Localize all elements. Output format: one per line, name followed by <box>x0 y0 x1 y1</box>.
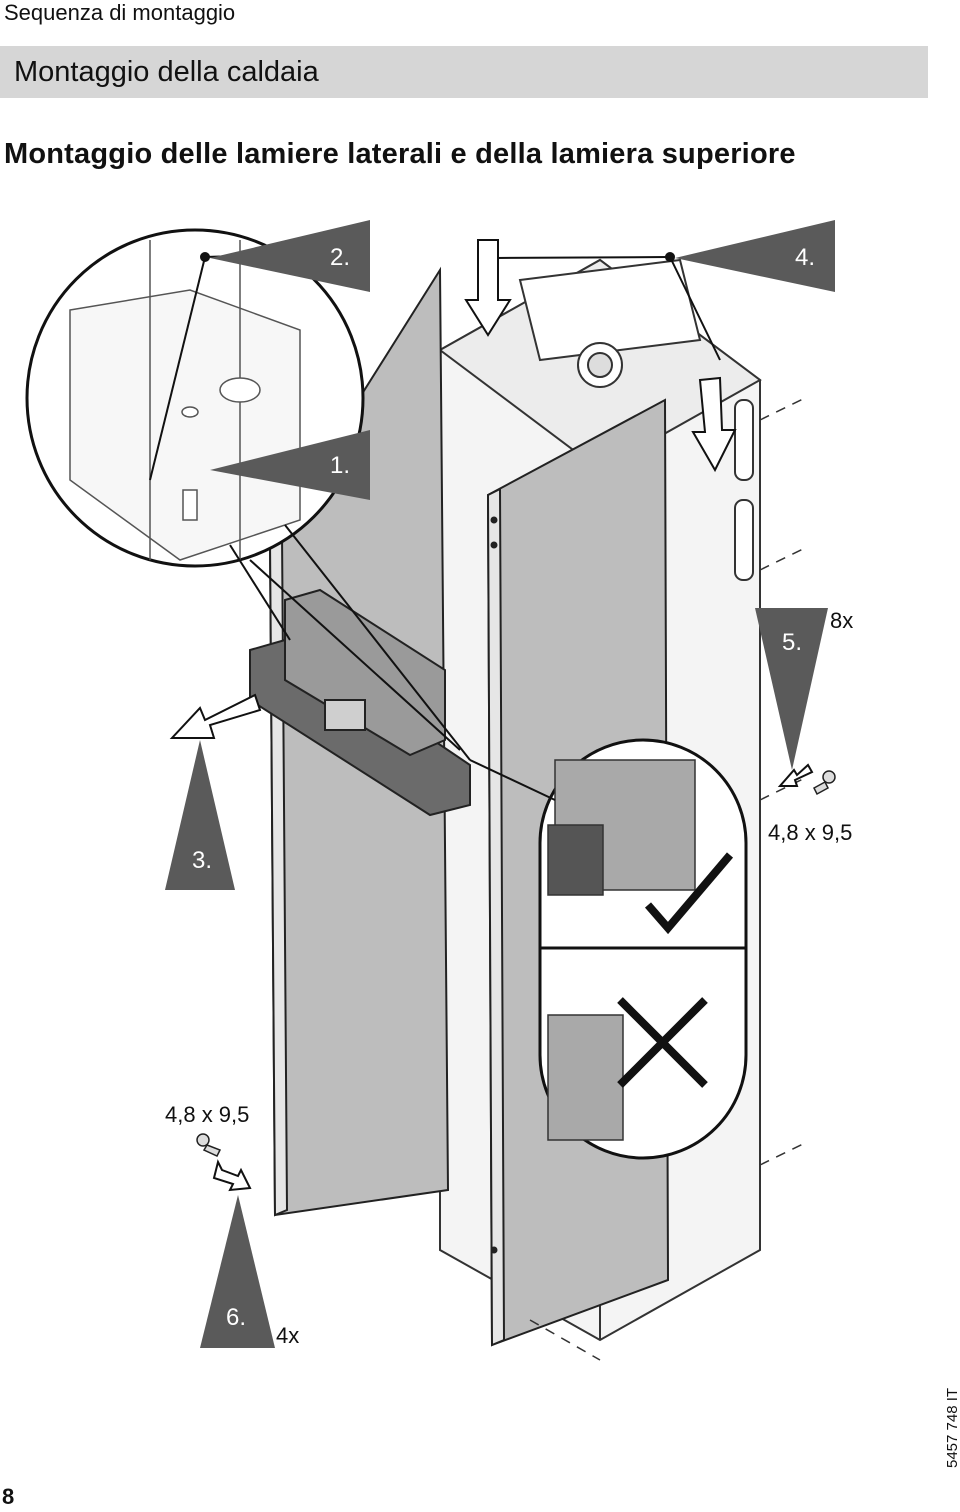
step-label-4: 4. <box>795 244 815 271</box>
section-title: Montaggio della caldaia <box>14 56 319 88</box>
screw-count-left: 4x <box>276 1323 299 1348</box>
page-heading: Montaggio delle lamiere laterali e della… <box>4 138 796 170</box>
step-label-5: 5. <box>782 629 802 656</box>
detail-capsule-right <box>538 738 748 1160</box>
step-label-6: 6. <box>226 1304 246 1331</box>
step-label-1: 1. <box>330 452 350 479</box>
callout-2 <box>210 220 370 292</box>
arrow-screw-6 <box>212 1159 252 1192</box>
cross-icon <box>617 997 708 1088</box>
screw-left <box>196 1133 222 1157</box>
callout-4 <box>675 220 835 292</box>
section-bar: Montaggio della caldaia <box>0 46 928 98</box>
control-unit <box>249 588 471 817</box>
document-code: 5457 748 IT <box>944 1387 960 1468</box>
screw-size-left: 4,8 x 9,5 <box>165 1102 249 1127</box>
running-head: Sequenza di montaggio <box>4 0 236 25</box>
arrow-left-3 <box>169 693 262 739</box>
screw-right <box>813 770 836 796</box>
arrow-down-4 <box>691 376 737 473</box>
arrows <box>169 239 814 1192</box>
arrow-screw-5 <box>777 763 814 787</box>
callout-6 <box>200 1195 275 1348</box>
callout-5 <box>755 608 828 770</box>
arrow-down-2 <box>464 239 512 337</box>
page-number: 8 <box>2 1484 15 1509</box>
reference-lines <box>529 397 806 1361</box>
callout-3 <box>165 740 235 890</box>
callout-triangles <box>165 220 835 1348</box>
check-icon <box>644 852 734 935</box>
screw-size-right: 4,8 x 9,5 <box>768 820 852 845</box>
detail-circle-top <box>25 228 365 568</box>
step-label-3: 3. <box>192 847 212 874</box>
callout-1 <box>210 430 370 500</box>
screw-count-right: 8x <box>830 608 853 633</box>
assembly-illustration: 1. 2. 3. 4. 5. 6. 8x 4,8 x 9,5 4,8 x 9,5… <box>25 220 853 1361</box>
leader-lines <box>149 252 721 801</box>
step-label-2: 2. <box>330 244 350 271</box>
